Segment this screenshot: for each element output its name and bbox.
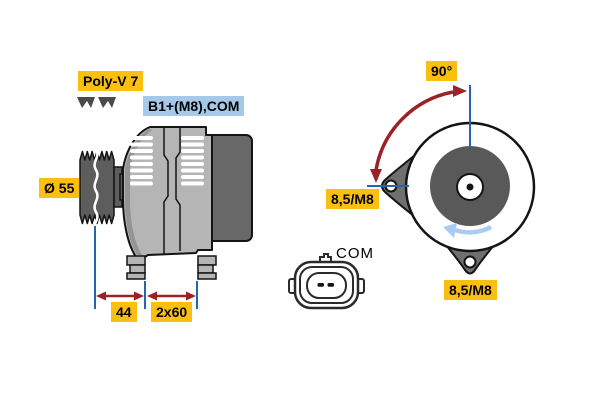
angle-90-label: 90° — [426, 61, 458, 81]
mount-hole-bottom — [463, 255, 477, 269]
break-line — [93, 148, 99, 230]
dimension-arrow-2x60 — [147, 291, 196, 301]
shaft-center-dot — [466, 183, 474, 191]
rotation-direction-arrow-icon — [443, 223, 493, 238]
front-bracket-shade — [125, 129, 152, 255]
mounting-feet — [126, 255, 217, 280]
pulley-drawing — [79, 148, 128, 230]
connector-pins — [317, 283, 334, 287]
side-view-drawing — [77, 97, 253, 309]
vent-slots — [130, 136, 204, 186]
belt-profile-icon — [77, 97, 116, 108]
angle-arc-arrow-icon — [370, 85, 467, 183]
com-connector-drawing — [288, 253, 365, 310]
rear-view-drawing — [367, 85, 536, 275]
terminal-label: B1+(M8),COM — [143, 96, 245, 116]
dimension-extension-lines — [94, 226, 198, 309]
dimension-44-label: 44 — [111, 302, 137, 322]
com-connector-label: COM — [336, 245, 374, 262]
pulley-diameter-label: Ø 55 — [39, 178, 80, 198]
housing-seam-lines — [163, 128, 181, 254]
connector-pin-cavity — [306, 272, 347, 299]
mount-hole-left-label: 8,5/M8 — [326, 189, 379, 209]
mount-hole-bottom-label: 8,5/M8 — [444, 280, 497, 300]
dimension-arrow-44 — [96, 291, 144, 301]
belt-type-label: Poly-V 7 — [78, 71, 144, 91]
dimension-2x60-label: 2x60 — [151, 302, 193, 322]
